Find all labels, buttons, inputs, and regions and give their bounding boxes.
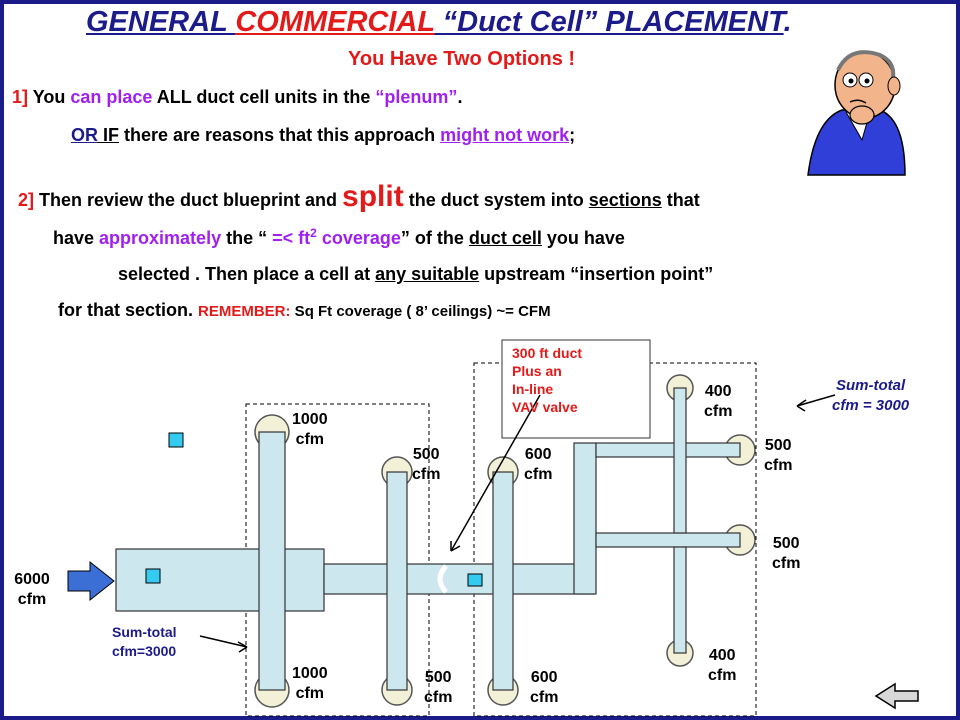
inlet-arrow	[67, 560, 115, 602]
or-line: OR IF there are reasons that this approa…	[71, 125, 576, 145]
vav-note-box	[501, 339, 651, 439]
branch-label: 600 cfm	[524, 446, 553, 483]
branch-label: 400 cfm	[704, 383, 733, 420]
pointer-arrows	[199, 394, 836, 653]
duct-cells	[145, 432, 483, 587]
slide-title: GENERAL COMMERCIAL “Duct Cell” PLACEMENT…	[86, 6, 792, 38]
inlet-label: 6000 cfm	[14, 571, 50, 608]
branch-label: 500 cfm	[424, 669, 453, 706]
sum-total-left: Sum-total cfm=3000	[112, 624, 177, 659]
slide-subtitle: You Have Two Options !	[348, 48, 576, 70]
sum-total-right: Sum-total cfm = 3000	[832, 377, 910, 414]
option-one-line: 1] You can place ALL duct cell units in …	[12, 87, 463, 107]
option-two-line: 2] Then review the duct blueprint and sp…	[18, 180, 700, 213]
back-arrow-icon[interactable]	[874, 682, 919, 710]
branch-label: 600 cfm	[530, 669, 559, 706]
branch-label: 500 cfm	[764, 437, 793, 474]
vav-note-text: 300 ft duct Plus an In-line VAV valve	[512, 345, 583, 415]
remember-line: for that section. REMEMBER: Sq Ft covera…	[58, 300, 551, 320]
branch-label: 500 cfm	[772, 535, 801, 572]
insertion-line: selected . Then place a cell at any suit…	[118, 264, 714, 284]
branch-label: 500 cfm	[412, 446, 441, 483]
thinking-man-icon	[807, 50, 906, 176]
vav-valve-mark	[437, 564, 448, 594]
branch-label: 1000 cfm	[292, 411, 328, 448]
coverage-line: have approximately the “ =< ft2 coverage…	[53, 226, 625, 248]
branch-label: 400 cfm	[708, 647, 737, 684]
ducts	[115, 387, 741, 691]
branch-label: 1000 cfm	[292, 665, 328, 702]
